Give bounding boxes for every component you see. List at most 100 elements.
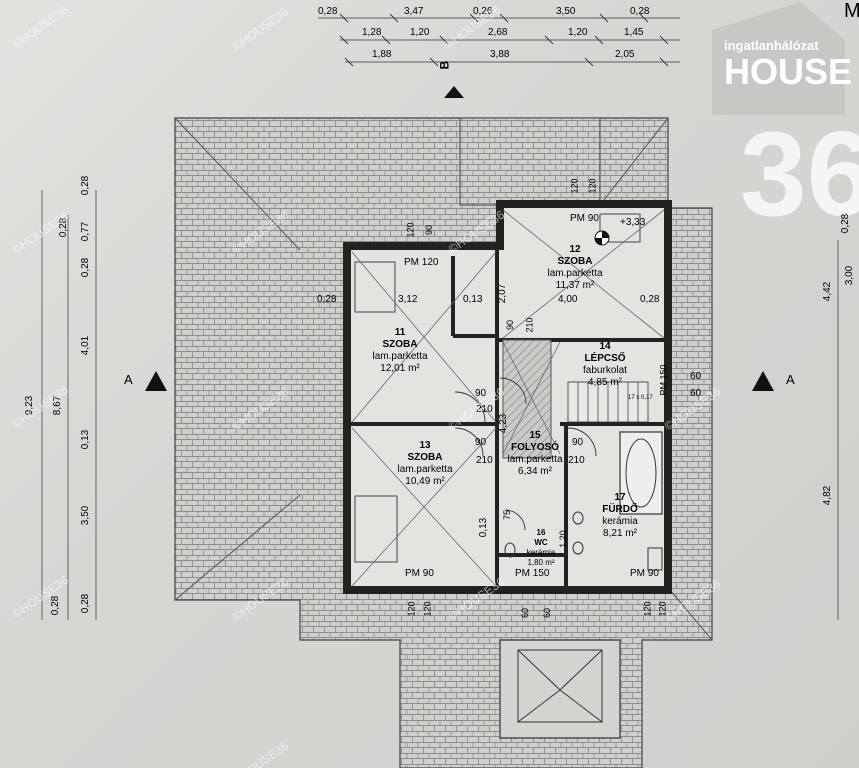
room-number: 12 — [569, 244, 581, 255]
house36-logo: 36 — [712, 2, 859, 241]
room-name: FOLYOSÓ — [511, 442, 559, 453]
room-name: SZOBA — [407, 452, 443, 463]
logo-word: HOUSE — [724, 51, 853, 92]
logo-text: ingatlanhálózat HOUSE — [724, 38, 853, 92]
room-14: 14 LÉPCSŐ faburkolat 4,85 m² — [565, 341, 645, 389]
dim-left-6: 0,28 — [80, 593, 92, 614]
room-11: 11 SZOBA lam.parketta 12,01 m² — [360, 327, 440, 375]
dim-r12-right: 0,28 — [640, 294, 660, 305]
room-floor: kerámia — [602, 516, 638, 527]
dim-left-3: 4,01 — [80, 335, 92, 356]
room-floor: faburkolat — [583, 365, 627, 376]
dim-left-top: 0,28 — [80, 175, 92, 196]
section-label-a-right: A — [786, 372, 795, 387]
opening-90-a: 90 — [505, 319, 516, 331]
room-number: 13 — [419, 440, 431, 451]
dim-top-1-1: 3,47 — [404, 6, 424, 17]
section-arrow-a-right — [752, 371, 774, 391]
logo-tagline: ingatlanhálózat — [724, 38, 819, 53]
dim-left-2: 0,28 — [80, 257, 92, 278]
opening-pm90-13: PM 90 — [405, 568, 434, 579]
dim-top-1-0: 0,28 — [318, 6, 338, 17]
bed-room-13 — [354, 495, 398, 563]
room-area: 11,37 m² — [555, 280, 595, 291]
room-number: 16 — [536, 528, 546, 537]
opening-90-r11: 90 — [424, 224, 435, 236]
room-area: 1,80 m² — [527, 558, 555, 567]
room-name: LÉPCSŐ — [584, 353, 626, 364]
dim-top-1-2: 0,26 — [473, 6, 493, 17]
room-number: 14 — [599, 341, 611, 352]
level-mark: +3,33 — [620, 217, 646, 228]
stairs-note: 17 x 0,17 — [628, 395, 653, 401]
room-area: 8,21 m² — [603, 528, 637, 539]
opening-120-top-b: 120 — [587, 178, 598, 194]
dim-top-2-1: 1,20 — [410, 27, 430, 38]
room-floor: lam.parketta — [372, 351, 428, 362]
opening-120-b3: 120 — [642, 601, 653, 617]
room-number: 15 — [529, 430, 541, 441]
dim-left-1: 0,77 — [80, 221, 92, 242]
room-13: 13 SZOBA lam.parketta 10,49 m² — [385, 440, 465, 488]
opening-90-c: 90 — [475, 437, 487, 448]
opening-pm90-17: PM 90 — [630, 568, 659, 579]
dim-top-3-1: 3,88 — [490, 49, 510, 60]
dim-left-5: 3,50 — [80, 505, 92, 526]
dim-top-2-4: 1,45 — [624, 27, 644, 38]
room-area: 6,34 m² — [518, 466, 552, 477]
room-number: 17 — [614, 492, 626, 503]
opening-120-top-a: 120 — [569, 178, 580, 194]
room-16: 16 WC kerámia 1,80 m² — [516, 528, 566, 568]
dim-right-a: 0,28 — [840, 213, 852, 234]
dim-r11-left: 0,28 — [317, 294, 337, 305]
room-15: 15 FOLYOSÓ lam.parketta 6,34 m² — [490, 430, 580, 478]
dim-top-2-3: 1,20 — [568, 27, 588, 38]
opening-120-b1: 120 — [406, 601, 417, 617]
opening-pm150-wc: PM 150 — [515, 568, 550, 579]
room-name: FÜRDŐ — [602, 504, 638, 515]
room-name: WC — [534, 538, 548, 547]
logo-number: 36 — [740, 107, 859, 241]
bed-room-11 — [354, 261, 396, 313]
room-17: 17 FÜRDŐ kerámia 8,21 m² — [580, 492, 660, 540]
opening-210-d: 210 — [568, 455, 585, 466]
dim-top-2-0: 1,28 — [362, 27, 382, 38]
opening-120-r11: 120 — [405, 222, 416, 238]
room-12: 12 SZOBA lam.parketta 11,37 m² — [535, 244, 615, 292]
section-label-a-left: A — [124, 372, 133, 387]
dim-right-c: 3,00 — [844, 265, 856, 286]
opening-pm90-top: PM 90 — [570, 213, 599, 224]
opening-210-b: 210 — [476, 404, 493, 415]
room-floor: lam.parketta — [547, 268, 603, 279]
dim-120-wc: 1,20 — [557, 530, 568, 548]
dim-top-1-4: 0,28 — [630, 6, 650, 17]
opening-pm120: PM 120 — [404, 257, 439, 268]
room-name: SZOBA — [382, 339, 418, 350]
level-marker — [594, 230, 610, 246]
opening-210-c: 210 — [476, 455, 493, 466]
room-area: 10,49 m² — [405, 476, 445, 487]
opening-90-d: 90 — [572, 437, 584, 448]
room-floor: kerámia — [526, 548, 556, 557]
dim-right-b: 4,42 — [822, 281, 834, 302]
dim-r12-width: 4,00 — [558, 294, 578, 305]
opening-60-b2: 60 — [542, 607, 553, 619]
room-floor: lam.parketta — [397, 464, 453, 475]
opening-210-a: 210 — [524, 317, 535, 333]
dim-423: 4,23 — [498, 413, 510, 434]
dim-207: 2,07 — [497, 283, 509, 304]
section-label-m: M — [844, 0, 859, 22]
opening-75: 75 — [502, 509, 513, 521]
entrance-canopy — [499, 639, 621, 739]
section-arrow-b — [444, 86, 464, 98]
room-floor: lam.parketta — [507, 454, 563, 465]
opening-60-b: 60 — [690, 388, 702, 399]
opening-pm150-stair: PM 150 — [658, 364, 669, 396]
room-name: SZOBA — [557, 256, 593, 267]
bathtub — [619, 431, 663, 515]
ridge-line — [174, 117, 301, 251]
opening-60-b1: 60 — [520, 607, 531, 619]
dim-013: 0,13 — [478, 517, 490, 538]
